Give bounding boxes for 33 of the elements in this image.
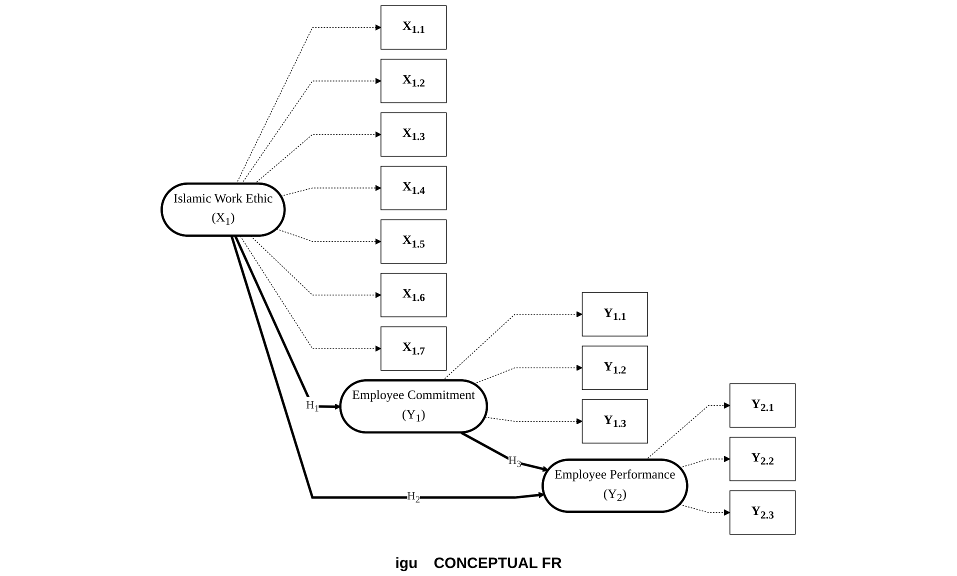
node-box: Y$_{1.3}$ [582, 399, 648, 444]
node-box: X$_{1.2}$ [380, 58, 447, 104]
edge-label: H$_{3}$ [508, 454, 522, 470]
node-box: X$_{1.6}$ [380, 272, 447, 318]
node-box: X$_{1.7}$ [380, 326, 447, 371]
arrow [280, 184, 382, 196]
arrow [484, 416, 583, 424]
node-box: X$_{1.4}$ [380, 166, 447, 210]
edge-label: H$_{2}$ [407, 490, 420, 505]
arrow [241, 78, 382, 184]
arrow [460, 432, 549, 472]
arrow [474, 364, 583, 384]
arrow [234, 236, 341, 410]
arrow [230, 236, 545, 499]
node-box: Y$_{1.1}$ [582, 292, 648, 336]
node-box: X$_{1.3}$ [380, 112, 447, 157]
node-box: X$_{1.5}$ [380, 219, 447, 264]
caption-text: CONCEPTUAL FR [434, 555, 562, 572]
edge-label: H$_{1}$ [306, 399, 319, 414]
arrow [442, 311, 583, 382]
arrow [236, 24, 382, 184]
arrow [240, 236, 382, 352]
caption-text: igu [395, 555, 418, 572]
node-box: Y$_{1.2}$ [582, 346, 648, 390]
arrow [645, 402, 730, 460]
node-box: Y$_{2.2}$ [730, 436, 796, 482]
node-box: Y$_{2.1}$ [730, 383, 796, 428]
arrow [250, 236, 382, 298]
arrow [276, 228, 382, 245]
arrow [254, 131, 382, 184]
arrow [679, 504, 730, 516]
node-box: Y$_{2.3}$ [730, 490, 796, 535]
node-box: X$_{1.1}$ [380, 5, 447, 50]
